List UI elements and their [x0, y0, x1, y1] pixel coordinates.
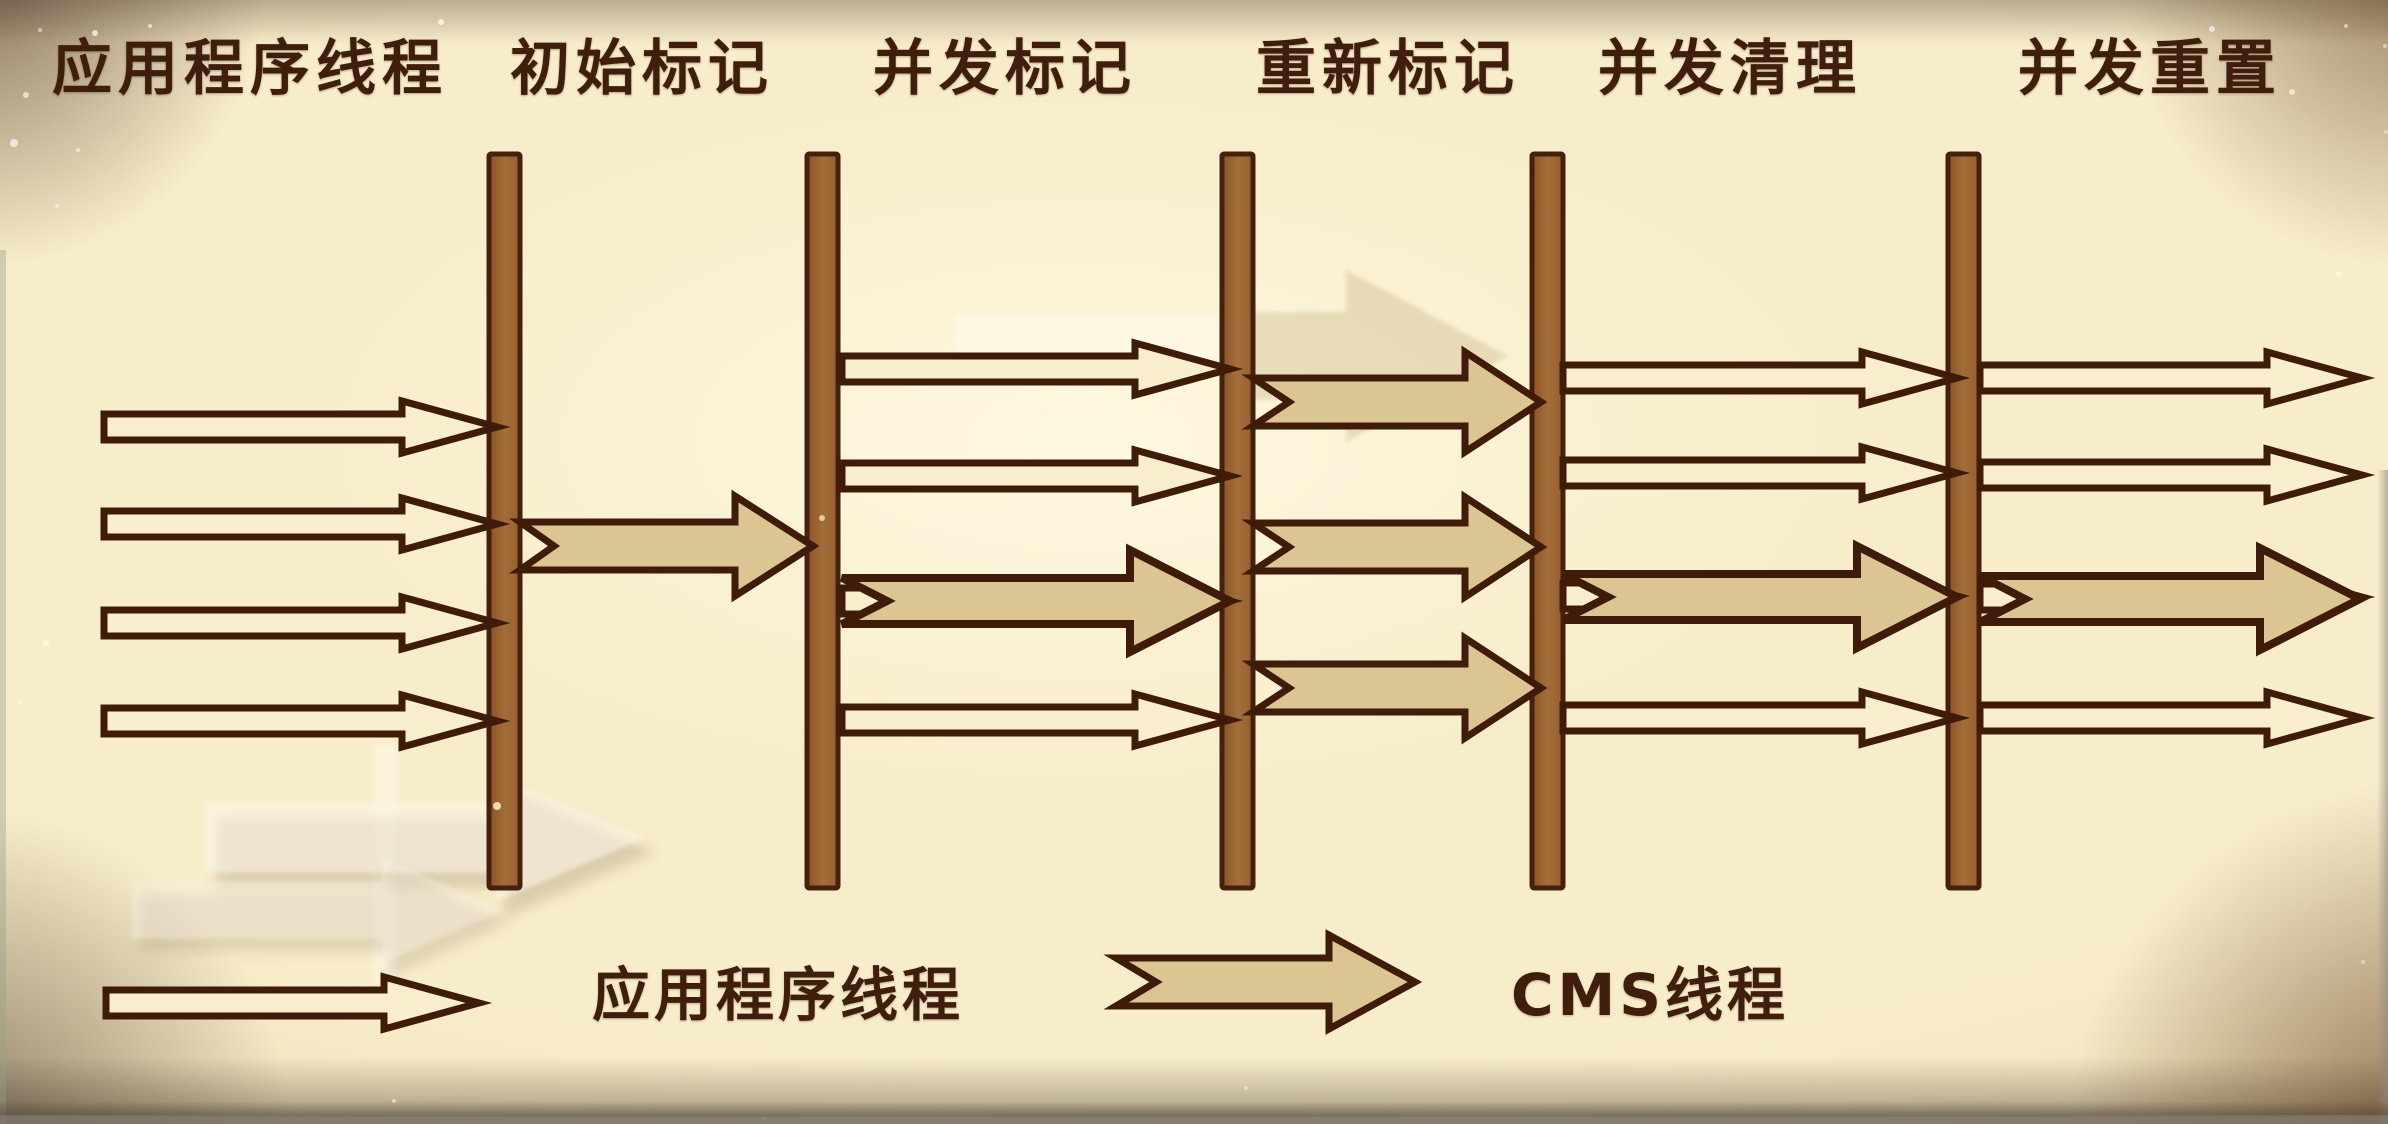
- cms-thread-arrow: [508, 489, 820, 603]
- film-speck: [2384, 130, 2388, 134]
- app-thread-arrow: [838, 689, 1244, 751]
- cms-thread-arrow: [840, 543, 1239, 659]
- film-speck: [55, 204, 59, 208]
- app-thread-arrow: [1976, 687, 2376, 749]
- film-speck: [2383, 44, 2387, 48]
- app-thread-arrow: [1559, 347, 1971, 409]
- stw-pause-bars: [486, 151, 1982, 891]
- film-speck: [43, 640, 49, 646]
- film-edge-artifact-left: [0, 250, 6, 1124]
- ghost-watermark-arrow: [205, 774, 645, 902]
- film-speck: [438, 19, 444, 25]
- film-speck: [76, 148, 80, 152]
- thread-arrows: [100, 338, 2376, 752]
- film-speck: [2344, 24, 2348, 28]
- app-thread-arrow: [1559, 687, 1971, 749]
- app-thread-arrow: [100, 690, 511, 752]
- film-speck: [2336, 271, 2342, 277]
- film-speck: [2209, 26, 2215, 32]
- cms-thread-arrow: [1241, 345, 1548, 459]
- phase-label: 应用程序线程: [52, 34, 448, 104]
- film-speck: [38, 28, 42, 32]
- film-speck: [2289, 89, 2295, 95]
- film-speck: [10, 139, 18, 147]
- watermark-ghost-arrows: [132, 270, 1508, 988]
- phase-label: 并发清理: [1598, 34, 1862, 104]
- legend-cms-threads-label: CMS线程: [1510, 961, 1790, 1029]
- film-speck: [2361, 960, 2365, 964]
- app-thread-arrow: [838, 338, 1244, 400]
- film-speck: [493, 802, 501, 810]
- legend-arrows: [102, 929, 1423, 1035]
- film-speck: [23, 92, 29, 98]
- film-speck: [148, 24, 152, 28]
- legend-app-threads-label: 应用程序线程: [591, 961, 965, 1029]
- legend-cms-arrow: [1103, 929, 1423, 1035]
- film-edge-artifact-right: [2377, 470, 2388, 1124]
- stw-pause-bar: [804, 151, 841, 891]
- app-thread-arrow: [1976, 444, 2376, 506]
- app-thread-arrow: [100, 396, 511, 458]
- app-thread-arrow: [1559, 442, 1971, 504]
- app-thread-arrow: [100, 493, 511, 555]
- film-speck: [1244, 1086, 1248, 1090]
- legend-app-arrow: [102, 972, 493, 1034]
- phase-label: 初始标记: [510, 34, 774, 104]
- film-edge-shadow-bottom: [0, 1101, 2388, 1117]
- film-speck: [92, 30, 98, 36]
- film-edge-artifact-bottom: [0, 1115, 2388, 1124]
- film-speck: [819, 515, 825, 521]
- app-thread-arrow: [100, 592, 511, 654]
- stw-pause-bar: [1529, 151, 1566, 891]
- ghost-watermark-arrow: [132, 856, 502, 964]
- stw-pause-bar: [1945, 151, 1982, 891]
- phase-label: 并发重置: [2018, 34, 2282, 104]
- cms-thread-arrow: [1241, 631, 1548, 745]
- cms-thread-arrow: [1978, 541, 2369, 657]
- phase-label: 重新标记: [1256, 34, 1520, 104]
- phase-label: 并发标记: [873, 34, 1137, 104]
- cms-thread-arrow: [1561, 539, 1966, 655]
- cms-thread-arrow: [1241, 490, 1548, 604]
- film-speck: [18, 700, 22, 704]
- app-thread-arrow: [1976, 347, 2376, 409]
- app-thread-arrow: [838, 445, 1244, 507]
